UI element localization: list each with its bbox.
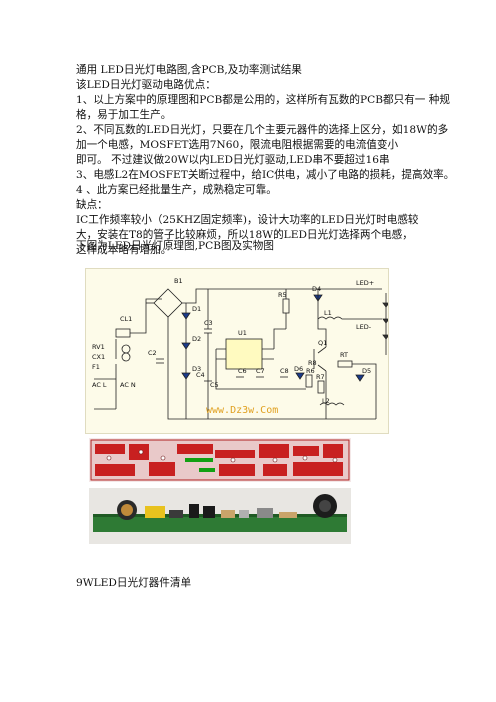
pcb-layout-image	[89, 438, 351, 482]
label-c2: C2	[148, 349, 157, 357]
label-c7: C7	[256, 367, 265, 375]
label-ac-l: AC L	[92, 381, 107, 389]
label-r6: R6	[306, 367, 315, 375]
label-led-neg: LED-	[356, 323, 372, 331]
label-q1: Q1	[318, 339, 327, 347]
text-line-12: 这样成本略有增加。	[76, 244, 172, 256]
label-c4: C4	[196, 371, 205, 379]
text-line-3: 格，易于加工生产。	[76, 109, 172, 121]
label-d1: D1	[192, 305, 201, 313]
label-u1: U1	[238, 329, 247, 337]
label-r5: R5	[278, 291, 287, 299]
document-title: 通用 LED日光灯电路图,含PCB,及功率测试结果	[76, 64, 302, 76]
text-line-9: 缺点：	[76, 199, 108, 211]
label-f1: F1	[92, 363, 100, 371]
label-l2: L2	[322, 397, 330, 405]
label-d6: D6	[294, 365, 303, 373]
photo-drawing	[89, 488, 351, 544]
label-cl1: CL1	[120, 315, 132, 323]
text-line-10: IC工作频率较小（25KHZ固定频率)，设计大功率的LED日光灯时电感较	[76, 214, 419, 226]
label-c6: C6	[238, 367, 247, 375]
label-d3: D3	[192, 365, 201, 373]
text-line-6: 即可。 不过建议做20W以内LED日光灯驱动,LED串不要超过16串	[76, 154, 390, 166]
label-d5: D5	[362, 367, 371, 375]
label-b1: B1	[174, 277, 183, 285]
figure-caption: 下图为LED日光灯原理图,PCB图及实物图	[76, 240, 274, 252]
label-l1: L1	[324, 309, 332, 317]
label-c3: C3	[204, 319, 213, 327]
pcb-drawing	[90, 439, 350, 481]
text-line-1: 该LED日光灯驱动电路优点：	[76, 79, 216, 91]
label-c5: C5	[210, 381, 219, 389]
label-led-pos: LED+	[356, 279, 374, 287]
text-line-5: 加一个电感，MOSFET选用7N60，限流电阻根据需要的电流值变小	[76, 139, 399, 151]
schematic-figure: B1 CL1 RV1 CX1 F1 AC L AC N C2 C3 D1 D2 …	[85, 268, 390, 434]
label-r7: R7	[316, 373, 325, 381]
label-rt: RT	[340, 351, 348, 359]
label-rv1: RV1	[92, 343, 105, 351]
label-cx1: CX1	[92, 353, 105, 361]
label-r8: R8	[308, 359, 317, 367]
product-photo	[89, 488, 351, 544]
label-c8: C8	[280, 367, 289, 375]
label-d4: D4	[312, 285, 321, 293]
schematic-drawing: B1 CL1 RV1 CX1 F1 AC L AC N C2 C3 D1 D2 …	[92, 277, 390, 420]
watermark: www.Dz3w.Com	[206, 405, 278, 416]
label-d2: D2	[192, 335, 201, 343]
text-line-4: 2、不同瓦数的LED日光灯，只要在几个主要元器件的选择上区分，如18W的多	[76, 124, 449, 136]
components-list-heading: 9WLED日光灯器件清单	[76, 577, 192, 589]
text-line-8: 4 、此方案已经批量生产，成熟稳定可靠。	[76, 184, 277, 196]
body-text: 通用 LED日光灯电路图,含PCB,及功率测试结果 该LED日光灯驱动电路优点：…	[76, 63, 455, 258]
text-line-11: 大，安装在T8的管子比较麻烦，所以18W的LED日光灯选择两个电感，	[76, 229, 413, 241]
text-line-7: 3、电感L2在MOSFET关断过程中，给IC供电，减小了电路的损耗，提高效率。	[76, 169, 455, 181]
label-ac-n: AC N	[120, 381, 136, 389]
text-line-2: 1、以上方案中的原理图和PCB都是公用的，这样所有瓦数的PCB都只有一 种规	[76, 94, 450, 106]
